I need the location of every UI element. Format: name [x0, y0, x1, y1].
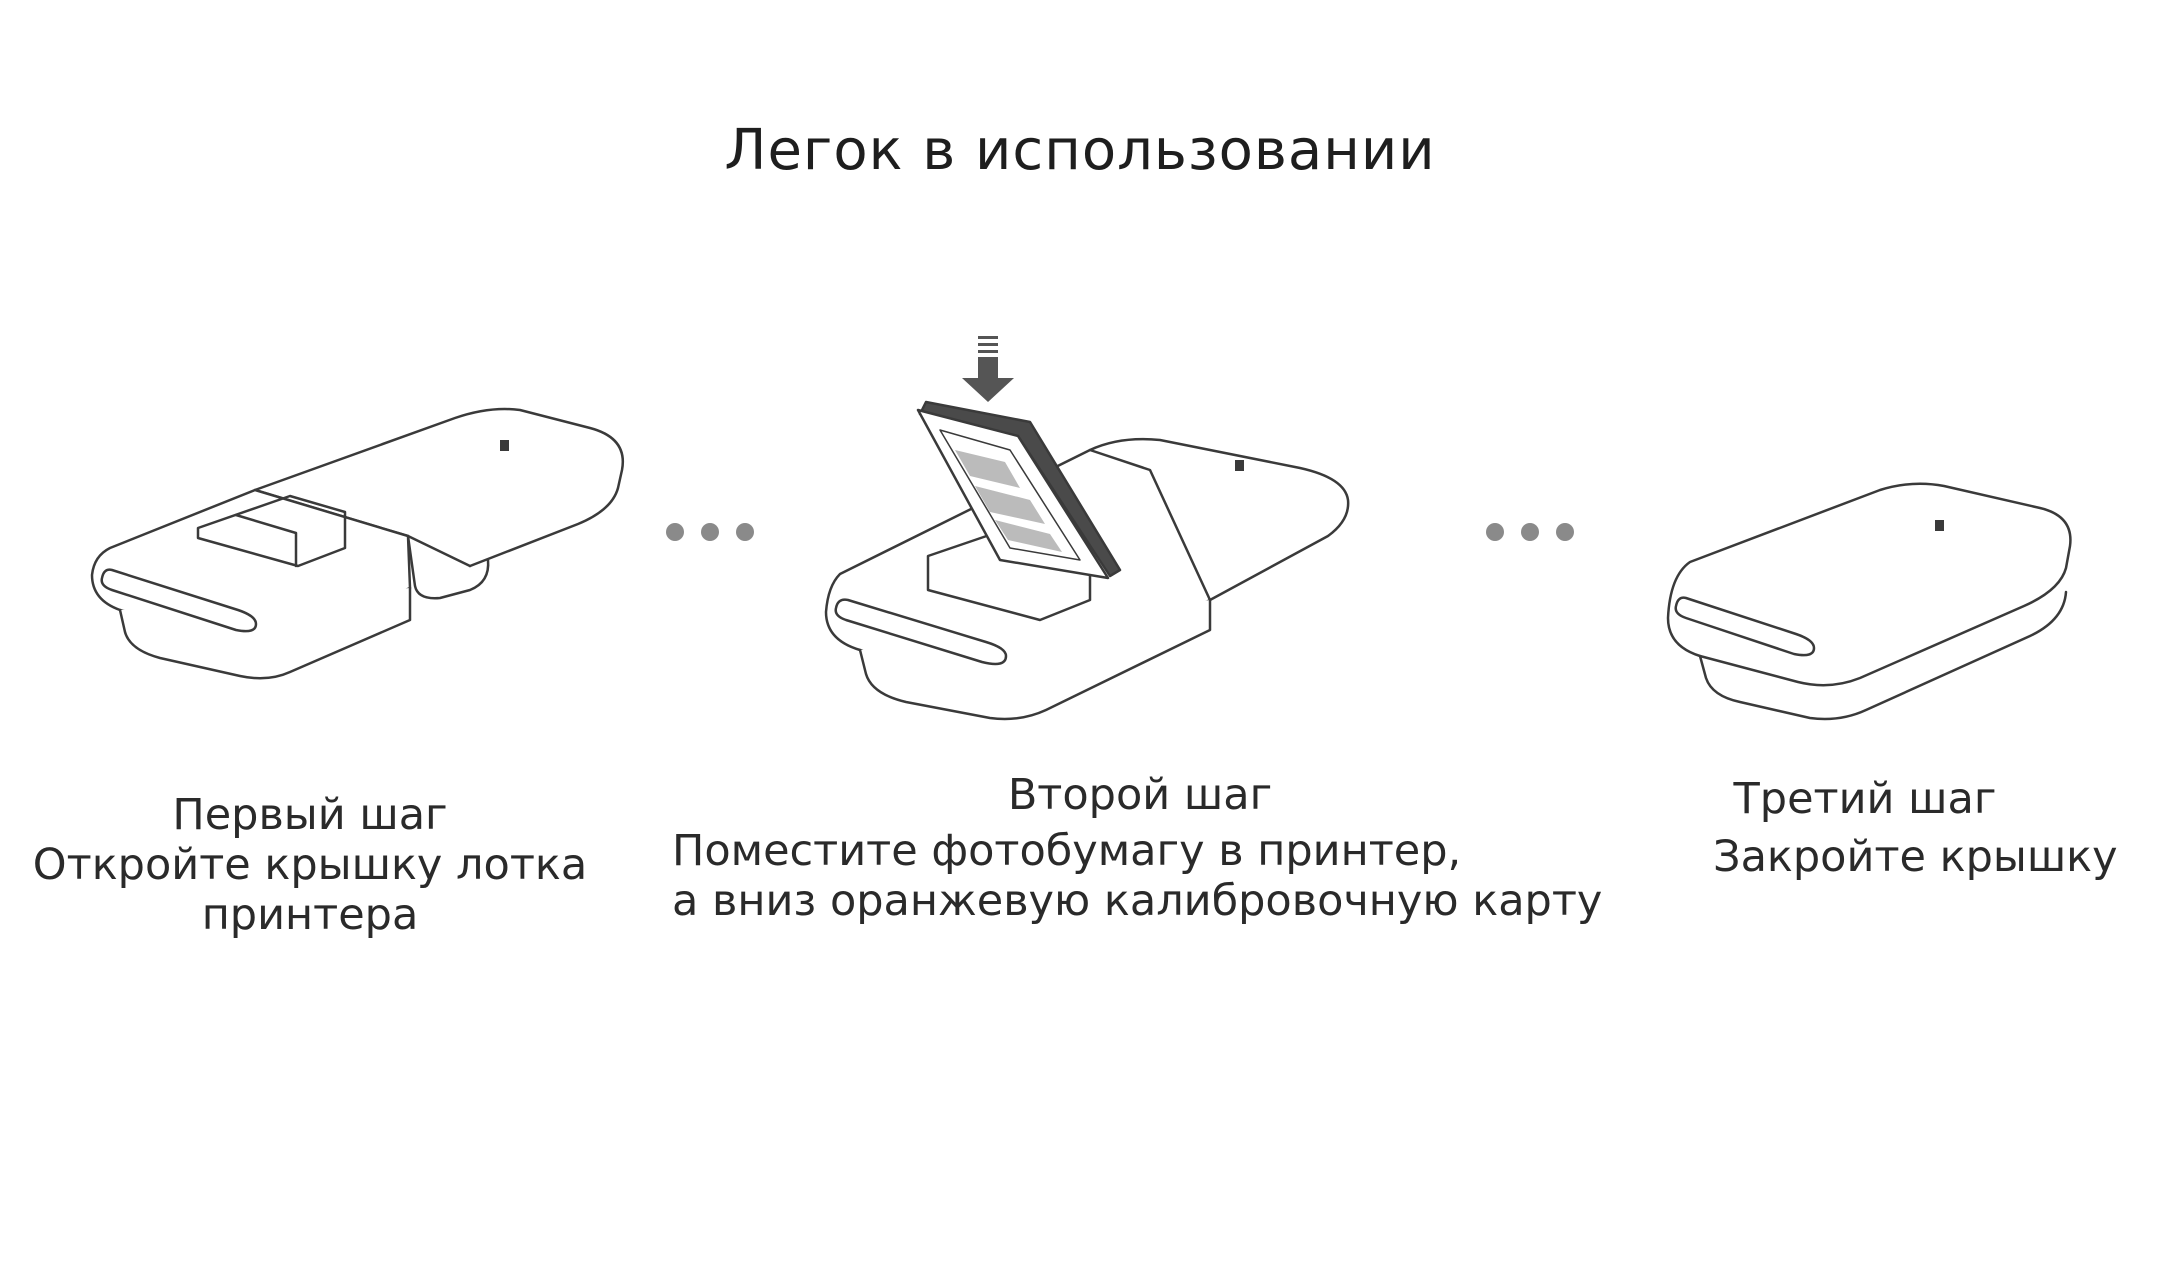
step-2-text-line-1: Поместите фотобумагу в принтер,	[672, 826, 1462, 876]
photo-paper-stack-icon	[916, 400, 1122, 580]
step-1-text-line-1: Откройте крышку лотка	[32, 840, 588, 890]
step-1-heading: Первый шаг	[172, 790, 448, 840]
page-title: Легок в использовании	[724, 118, 1436, 183]
ellipsis-dots-icon	[1486, 523, 1574, 541]
step-2-text-line-2: а вниз оранжевую калибровочную карту	[672, 876, 1603, 926]
step-2-heading: Второй шаг	[1007, 770, 1273, 820]
step-1-text-line-2: принтера	[201, 890, 419, 940]
printer-icon	[824, 437, 1350, 721]
printer-icon	[1666, 482, 2072, 721]
step-3-text-line-1: Закройте крышку	[1713, 832, 2118, 882]
step-1-caption: Первый шаг Откройте крышку лотка принтер…	[30, 790, 590, 940]
step-2-caption: Поместите фотобумагу в принтер, а вниз о…	[672, 826, 1632, 926]
printer-icon	[90, 407, 625, 680]
ellipsis-dots-icon	[666, 523, 754, 541]
step-3-text: Закройте крышку	[1713, 832, 2133, 882]
arrow-down-icon	[962, 336, 1014, 402]
step-3-caption: Третий шаг	[1700, 774, 2030, 824]
step-3-heading: Третий шаг	[1733, 774, 1997, 824]
step-2-heading-wrap: Второй шаг	[830, 770, 1450, 820]
